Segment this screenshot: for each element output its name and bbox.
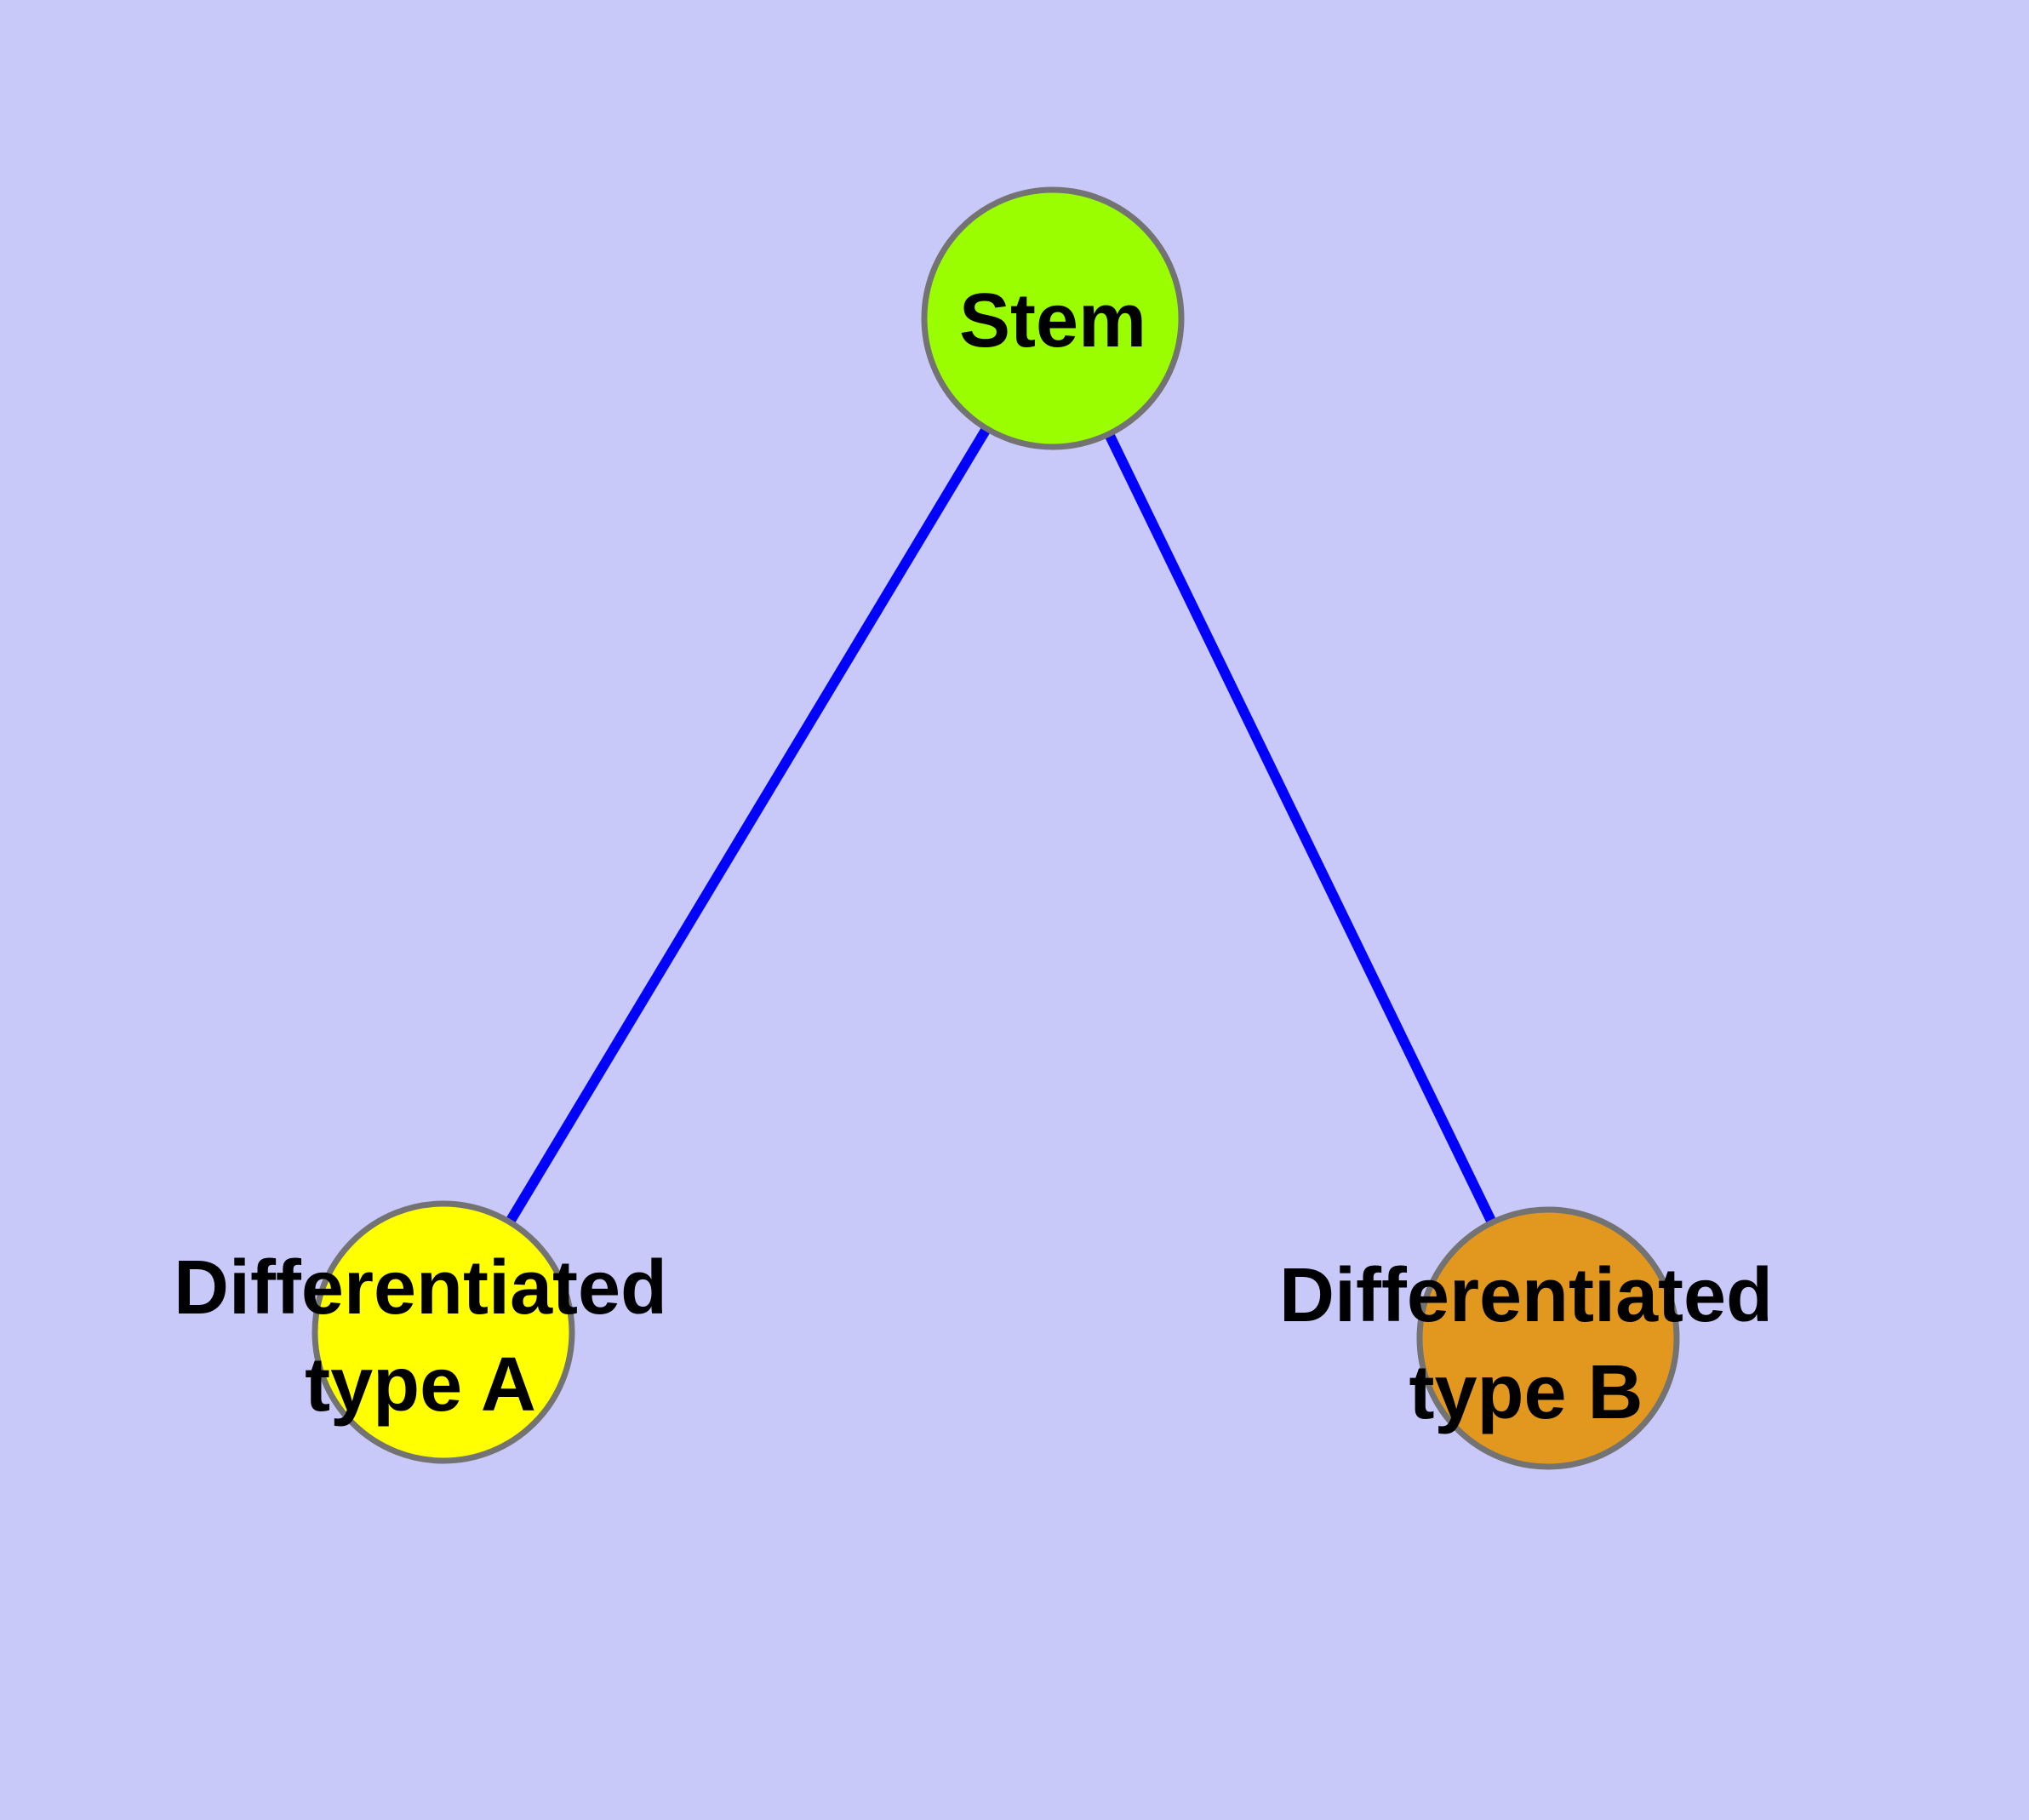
edge-stem-to-differentiated-type-b [1048, 316, 1553, 1341]
node-differentiated-type-a-label-line-1: Differentiated [174, 1245, 667, 1331]
node-differentiated-type-b [1416, 1206, 1680, 1470]
node-differentiated-type-a [311, 1200, 575, 1464]
node-stem [921, 186, 1185, 450]
node-differentiated-type-a-label-line-2: type A [305, 1342, 536, 1428]
node-differentiated-type-b-label-line-1: Differentiated [1279, 1253, 1773, 1338]
node-differentiated-type-b-label-line-2: type B [1409, 1350, 1643, 1435]
edge-stem-to-differentiated-type-a [438, 315, 1058, 1336]
node-stem-label-line-1: Stem [959, 278, 1146, 363]
